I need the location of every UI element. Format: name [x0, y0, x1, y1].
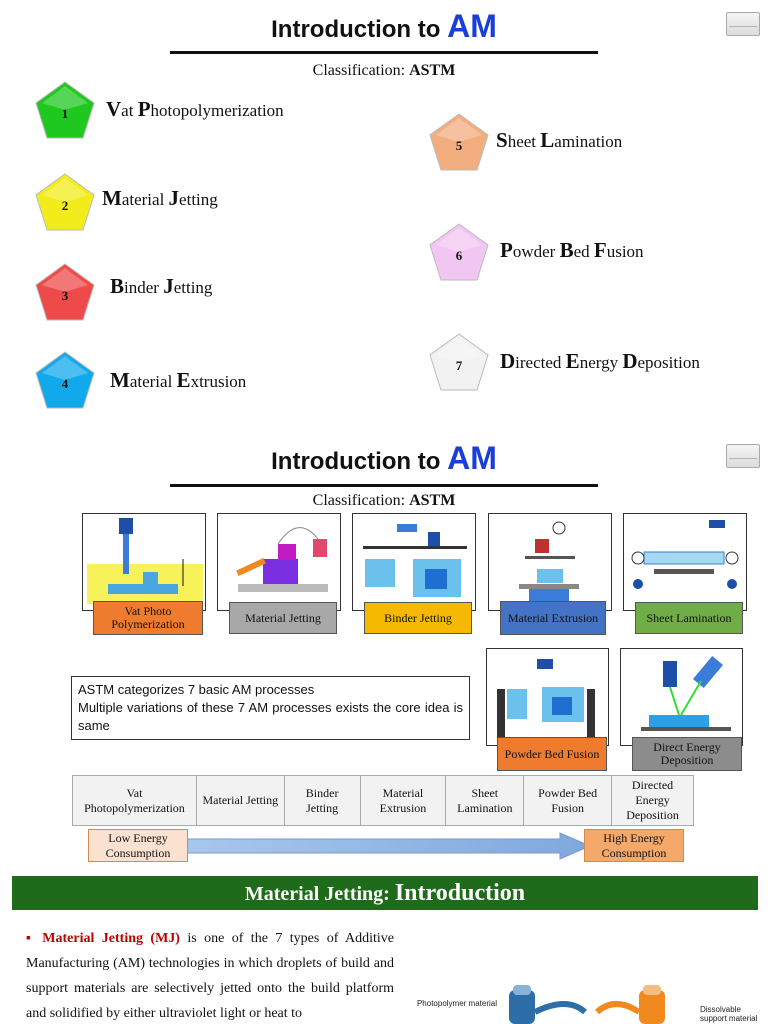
pentagon-number: 5 — [455, 138, 463, 153]
label-rest: irected — [515, 353, 566, 372]
pentagon-number: 7 — [455, 358, 463, 373]
pentagon-badge-6: 6 — [428, 222, 490, 282]
process-label-2: Material Jetting — [102, 186, 218, 211]
process-label-7: Directed Energy Deposition — [500, 349, 700, 374]
tag-material-jetting: Material Jetting — [229, 602, 337, 634]
info-box: ASTM categorizes 7 basic AM processes Mu… — [71, 676, 470, 740]
slide3-header-bar: Material Jetting: Introduction — [12, 876, 758, 910]
direct-energy-deposition-image — [620, 648, 743, 746]
slide2-title-rule — [170, 484, 598, 487]
label-initial: J — [163, 274, 174, 298]
tag-material-extrusion: Material Extrusion — [500, 601, 606, 635]
label-initial: M — [110, 368, 130, 392]
label-rest: aterial — [129, 372, 177, 391]
pentagon-badge-3: 3 — [34, 262, 96, 322]
label-rest: etting — [173, 278, 213, 297]
bullet-icon: ▪ — [26, 931, 35, 946]
label-rest: owder — [512, 242, 560, 261]
process-label-1: Vat Photopolymerization — [106, 97, 284, 122]
process-label-4: Material Extrusion — [110, 368, 246, 393]
classification-table: Vat Photopolymerization Material Jetting… — [72, 775, 694, 826]
label-initial: F — [593, 238, 607, 262]
table-cell: Directed Energy Deposition — [611, 775, 694, 826]
pentagon-number: 1 — [61, 106, 69, 121]
photopolymer-label: Photopolymer material — [416, 999, 498, 1008]
pentagon-number: 3 — [61, 288, 69, 303]
envelope-icon[interactable] — [726, 444, 760, 468]
label-rest: heet — [507, 132, 541, 151]
label-rest: at — [121, 101, 138, 120]
tag-sheet-lamination: Sheet Lamination — [635, 602, 743, 634]
label-rest: aterial — [121, 190, 169, 209]
label-rest: ed — [573, 242, 594, 261]
slide2-subtitle: Classification: ASTM — [312, 492, 456, 509]
vat-photopolymerization-image — [82, 513, 206, 611]
material-jetting-image — [217, 513, 341, 611]
slide2-title: Introduction to AM — [271, 440, 497, 476]
table-cell: Material Jetting — [195, 775, 285, 826]
table-cell: Material Extrusion — [359, 775, 447, 826]
label-rest: nergy — [579, 353, 623, 372]
tag-direct-energy-deposition: Direct Energy Deposition — [632, 737, 742, 771]
label-initial: B — [110, 274, 125, 298]
label-initial: V — [106, 97, 122, 121]
pentagon-badge-7: 7 — [428, 332, 490, 392]
table-cell: Vat Photopolymerization — [72, 775, 197, 826]
label-initial: P — [500, 238, 513, 262]
pentagon-number: 4 — [61, 376, 69, 391]
low-energy-box: Low Energy Consumption — [88, 829, 188, 862]
pentagon-badge-4: 4 — [34, 350, 96, 410]
slide1-subtitle: Classification: ASTM — [312, 62, 456, 79]
label-rest: hotopolymerization — [150, 101, 284, 120]
process-label-3: Binder Jetting — [110, 274, 212, 299]
pentagon-number: 6 — [455, 248, 463, 263]
label-rest: inder — [124, 278, 164, 297]
pentagon-badge-1: 1 — [34, 80, 96, 140]
material-jetting-diagram — [509, 985, 665, 1024]
pentagon-badge-5: 5 — [428, 112, 490, 172]
label-initial: P — [137, 97, 151, 121]
label-initial: D — [622, 349, 638, 373]
table-cell: Sheet Lamination — [445, 775, 525, 826]
tag-binder-jetting: Binder Jetting — [364, 602, 472, 634]
energy-arrow — [180, 832, 592, 860]
envelope-icon[interactable] — [726, 12, 760, 36]
binder-jetting-image — [352, 513, 476, 611]
label-initial: E — [565, 349, 580, 373]
label-rest: eposition — [637, 353, 700, 372]
support-material-label: Dissolvable support material — [700, 1005, 758, 1023]
label-initial: L — [540, 128, 555, 152]
process-label-5: Sheet Lamination — [496, 128, 622, 153]
powder-bed-fusion-image — [486, 648, 609, 746]
pentagon-number: 2 — [61, 198, 69, 213]
label-initial: M — [102, 186, 122, 210]
sheet-lamination-image — [623, 513, 747, 611]
slide3-body-text: ▪ Material Jetting (MJ) is one of the 7 … — [26, 931, 394, 1021]
label-initial: B — [559, 238, 574, 262]
table-cell: Powder Bed Fusion — [523, 775, 613, 826]
label-rest: etting — [179, 190, 218, 209]
process-label-6: Powder Bed Fusion — [500, 238, 644, 263]
tag-vat: Vat Photo Polymerization — [93, 601, 203, 635]
highlight-term: Material Jetting (MJ) — [42, 931, 180, 946]
label-rest: usion — [606, 242, 644, 261]
label-initial: S — [496, 128, 508, 152]
tag-powder-bed-fusion: Powder Bed Fusion — [497, 737, 607, 771]
table-cell: Binder Jetting — [283, 775, 361, 826]
label-rest: amination — [554, 132, 623, 151]
pentagon-badge-2: 2 — [34, 172, 96, 232]
high-energy-box: High Energy Consumption — [584, 829, 684, 862]
label-initial: J — [168, 186, 180, 210]
label-rest: xtrusion — [190, 372, 247, 391]
slide1-title: Introduction to AM — [271, 8, 497, 44]
slide1-title-rule — [170, 51, 598, 54]
label-initial: D — [500, 349, 516, 373]
material-extrusion-image — [488, 513, 612, 611]
label-initial: E — [176, 368, 191, 392]
